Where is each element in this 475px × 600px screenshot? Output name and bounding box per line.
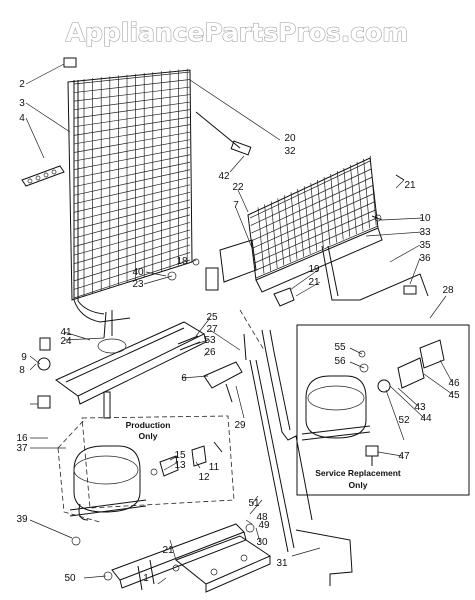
callout-4: 4 — [19, 113, 25, 124]
leader-lines — [25, 63, 453, 585]
callout-21: 21 — [162, 545, 174, 556]
callout-35: 35 — [419, 240, 431, 251]
callout-1: 1 — [143, 573, 149, 584]
overload-service — [377, 379, 391, 393]
callout-41: 41 — [60, 327, 72, 338]
callout-31: 31 — [276, 558, 288, 569]
callout-21: 21 — [404, 180, 416, 191]
bracket-tab — [205, 267, 219, 291]
callout-37: 37 — [16, 443, 28, 454]
callout-39: 39 — [16, 514, 28, 525]
callout-11: 11 — [209, 462, 220, 473]
drain-pan — [55, 310, 207, 405]
overload-part — [159, 455, 179, 477]
callout-50: 50 — [64, 573, 76, 584]
callout-18: 18 — [176, 256, 188, 267]
callout-43: 43 — [414, 402, 426, 413]
connector-line — [195, 111, 241, 149]
suction-line — [261, 329, 313, 521]
callout-10: 10 — [419, 213, 431, 224]
callout-27: 27 — [206, 324, 218, 335]
valve-part — [203, 361, 243, 389]
callout-25: 25 — [206, 312, 218, 323]
bracket-part — [63, 57, 77, 68]
callout-46: 46 — [448, 378, 460, 389]
callout-23: 23 — [132, 279, 144, 290]
callout-52: 52 — [398, 415, 410, 426]
service-caption-line1: Service Replacement — [315, 468, 401, 478]
callout-19: 19 — [308, 264, 320, 275]
clamp-part — [273, 287, 295, 307]
start-capacitor — [365, 445, 379, 457]
base-plate — [175, 535, 272, 593]
callout-47: 47 — [398, 451, 410, 462]
production-caption-line2: Only — [139, 431, 158, 441]
callout-16: 16 — [16, 433, 28, 444]
callout-28: 28 — [442, 285, 454, 296]
grommet-part — [37, 357, 51, 371]
callout-15: 15 — [174, 450, 186, 461]
callout-51: 51 — [248, 498, 260, 509]
callout-36: 36 — [419, 253, 431, 264]
callout-9: 9 — [21, 352, 27, 363]
callout-22: 22 — [232, 182, 244, 193]
capillary-tube — [321, 245, 429, 301]
condenser-coil — [67, 68, 193, 323]
callout-55: 55 — [334, 342, 346, 353]
callout-21: 21 — [308, 277, 320, 288]
callout-6: 6 — [181, 373, 187, 384]
callout-49: 49 — [258, 520, 270, 531]
callout-56: 56 — [334, 356, 346, 367]
callout-7: 7 — [233, 200, 239, 211]
callout-45: 45 — [448, 390, 460, 401]
production-only-box — [57, 415, 235, 523]
relay-service — [397, 357, 425, 389]
callout-40: 40 — [132, 267, 144, 278]
grommet-base — [71, 536, 81, 546]
relay-box — [191, 445, 207, 467]
callout-30: 30 — [256, 537, 268, 548]
pin-part — [177, 335, 201, 351]
callout-29: 29 — [234, 420, 246, 431]
mounting-rail — [111, 523, 247, 589]
mount-bracket — [219, 239, 257, 283]
compressor-service — [301, 375, 371, 441]
callout-32: 32 — [284, 146, 296, 157]
discharge-line — [295, 529, 353, 586]
callout-20: 20 — [284, 133, 296, 144]
service-replacement-box: Service Replacement Only — [296, 324, 470, 496]
cover-service — [419, 339, 445, 369]
screw-part — [39, 337, 51, 351]
filter-drier — [230, 140, 252, 156]
callout-2: 2 — [19, 79, 25, 90]
callout-44: 44 — [420, 413, 432, 424]
callout-12: 12 — [198, 472, 210, 483]
callout-13: 13 — [174, 460, 186, 471]
callout-33: 33 — [419, 227, 431, 238]
callout-24: 24 — [60, 336, 72, 347]
callout-3: 3 — [19, 98, 25, 109]
drain-tube — [103, 391, 111, 419]
callout-26: 26 — [204, 347, 216, 358]
compressor-production — [69, 445, 147, 521]
evaporator-coil — [247, 155, 383, 293]
relay-part — [37, 395, 51, 409]
callout-53: 53 — [204, 335, 216, 346]
production-caption-line1: Production — [126, 420, 171, 430]
watermark: AppliancePartsPros.com — [66, 18, 409, 47]
callout-8: 8 — [19, 365, 25, 376]
callout-48: 48 — [256, 512, 268, 523]
tube-line — [243, 333, 295, 553]
service-caption-line2: Only — [349, 480, 368, 490]
clip-strip — [21, 165, 65, 187]
grommet — [403, 285, 417, 295]
callout-42: 42 — [218, 171, 230, 182]
